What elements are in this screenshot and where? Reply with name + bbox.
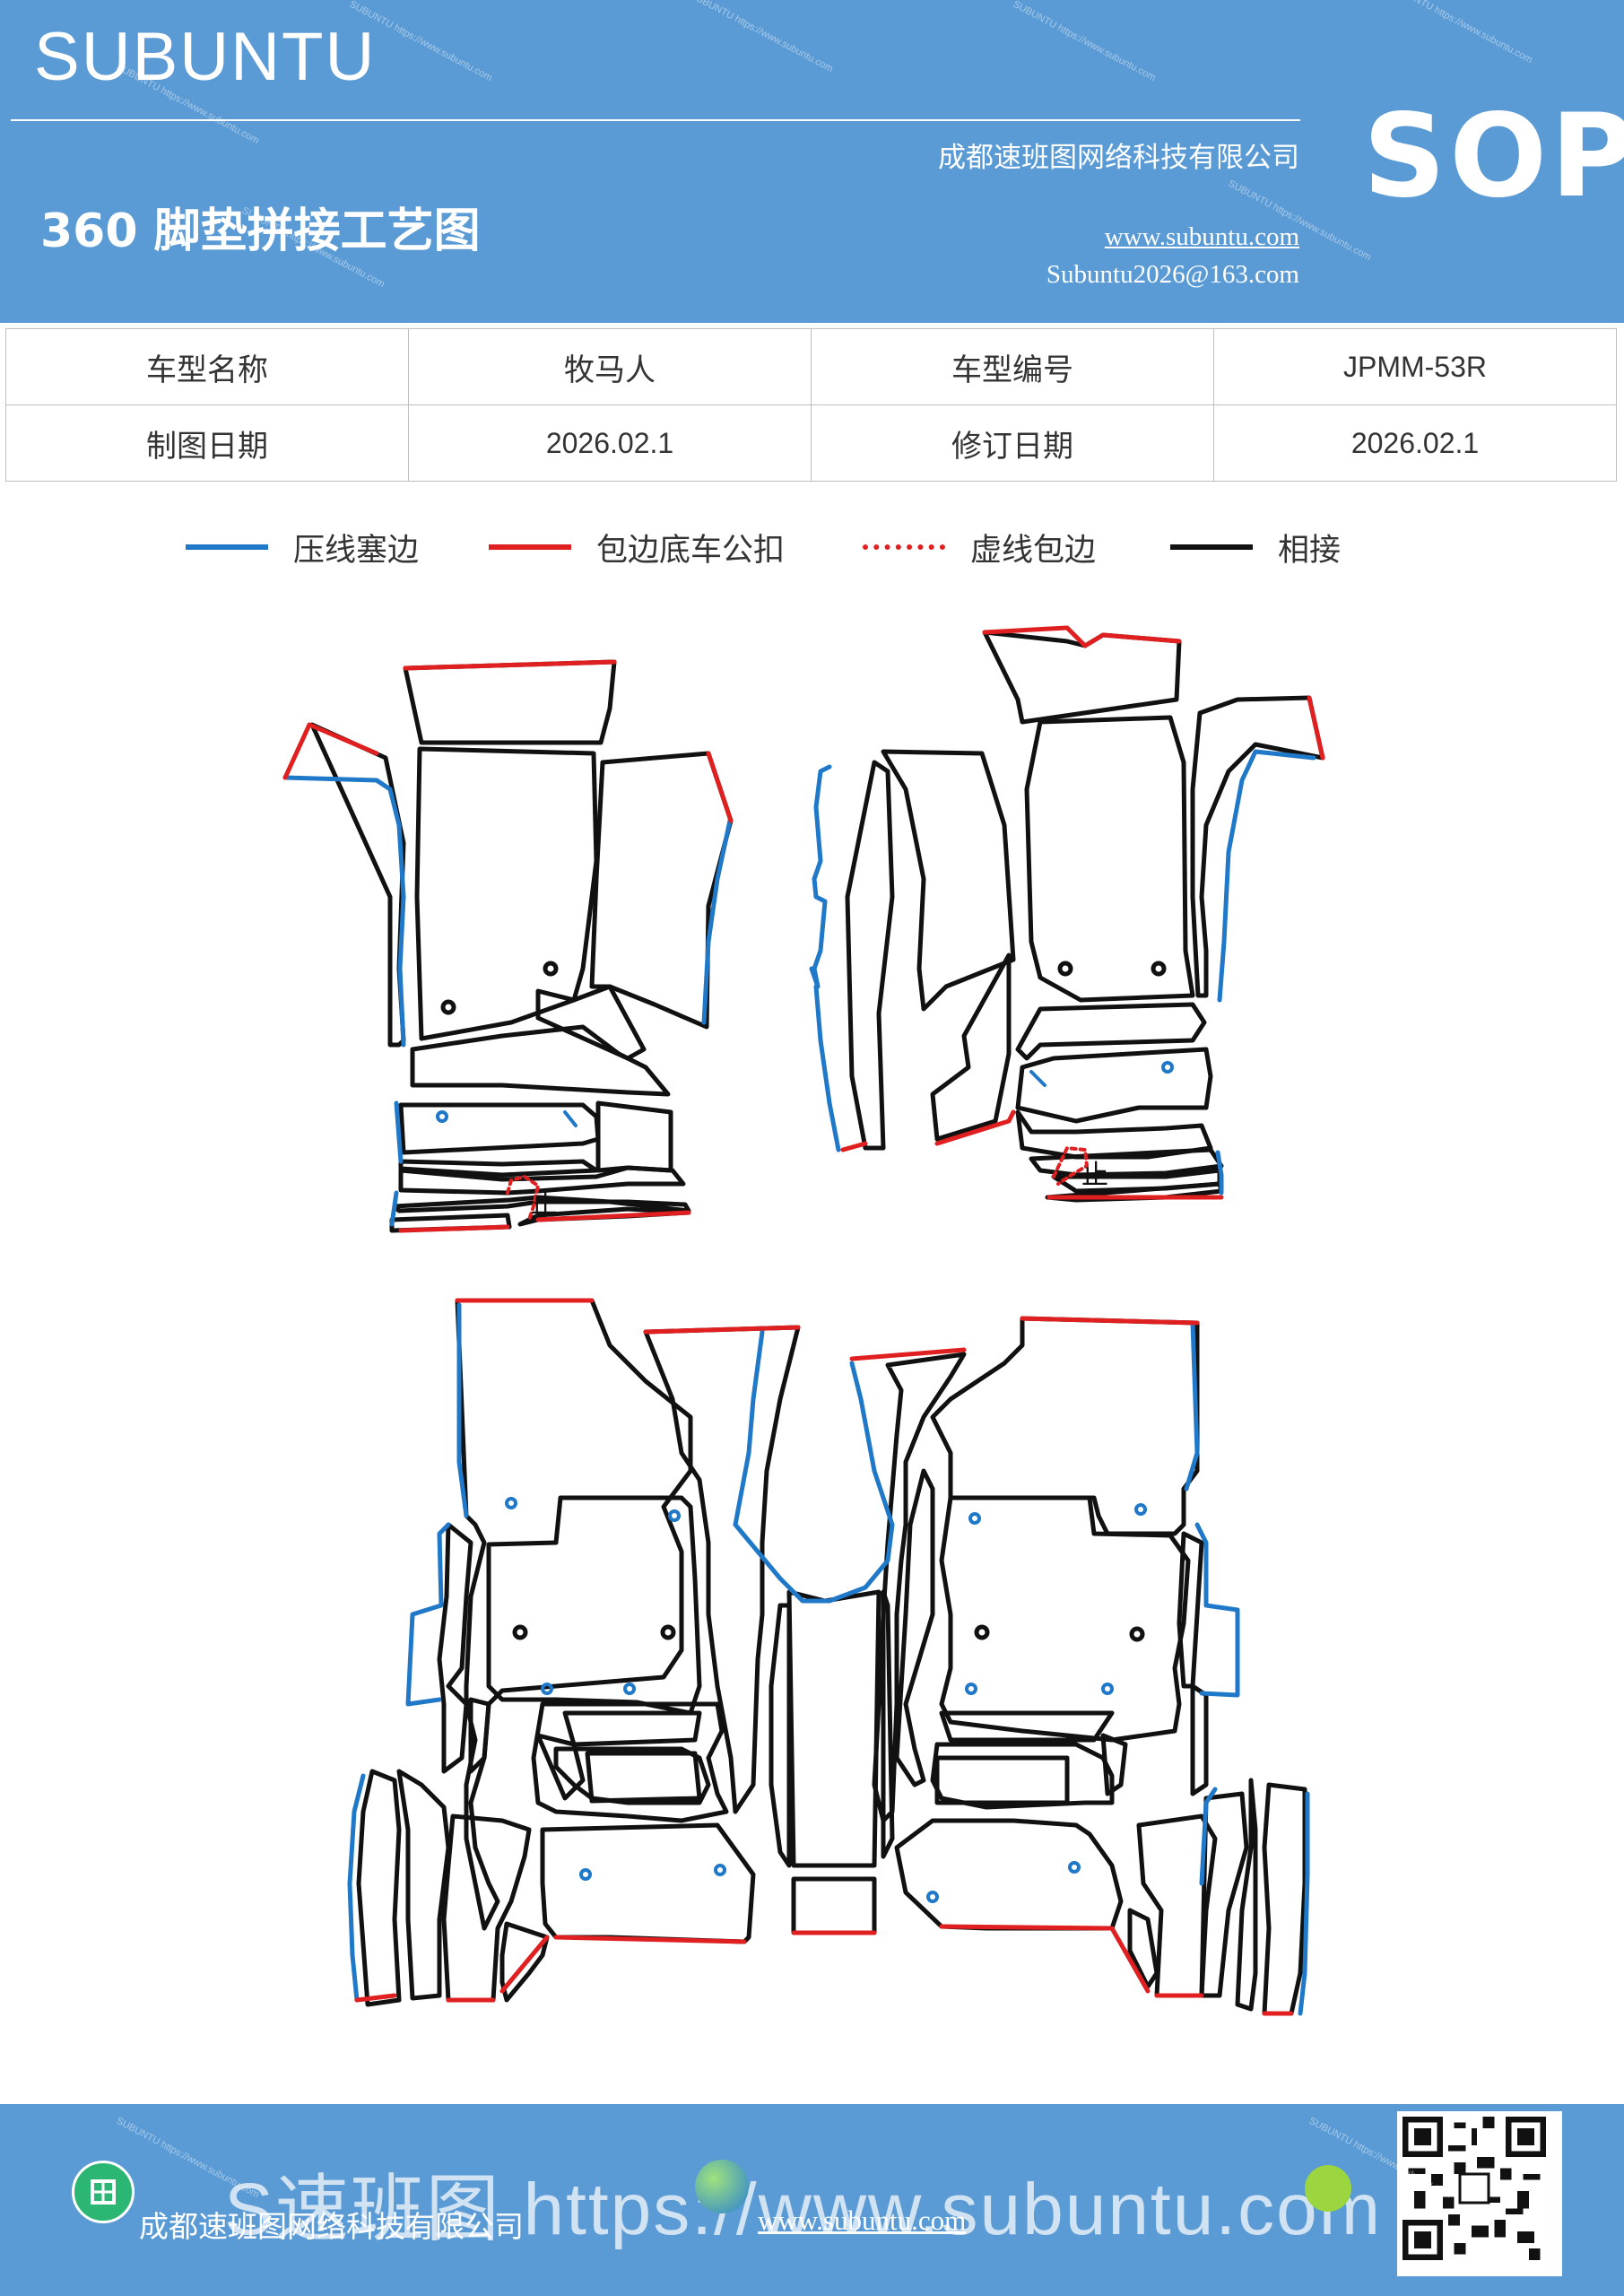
company-name: 成都速班图网络科技有限公司	[938, 142, 1299, 174]
globe-icon	[695, 2160, 749, 2213]
rear-mat-group	[356, 1298, 1307, 2016]
draw-date-label: 制图日期	[5, 404, 409, 482]
legend-item-press: 压线塞边	[186, 525, 419, 570]
website-link[interactable]: www.subuntu.com	[1104, 222, 1299, 251]
legend-swatch-blue	[186, 544, 268, 550]
header-banner: SUBUNTU 成都速班图网络科技有限公司 360 脚垫拼接工艺图 www.su…	[0, 0, 1624, 323]
footer-company-name: 成都速班图网络科技有限公司	[139, 2209, 524, 2244]
stop-marker-left: 止	[531, 1188, 558, 1220]
revision-date-label: 修订日期	[811, 404, 1214, 482]
sop-badge: SOP	[1363, 90, 1624, 223]
legend-label: 虚线包边	[970, 532, 1097, 569]
email-address[interactable]: Subuntu2026@163.com	[1046, 260, 1299, 289]
vehicle-info-table: 车型名称 牧马人 车型编号 JPMM-53R 制图日期 2026.02.1 修订…	[5, 328, 1617, 482]
footer-website-link[interactable]: www.subuntu.com	[758, 2205, 967, 2236]
blue-holes	[436, 1061, 1174, 1903]
wechat-icon	[1305, 2165, 1351, 2212]
press-edge-lines	[282, 749, 1316, 2016]
legend-item-wrap: 包边底车公扣	[489, 525, 785, 570]
header-divider	[11, 119, 1300, 121]
brand-logo-text: SUBUNTU	[34, 19, 377, 95]
model-code-value: JPMM-53R	[1213, 328, 1617, 405]
document-title: 360 脚垫拼接工艺图	[40, 204, 481, 258]
floor-mat-diagram: 止 止	[282, 625, 1325, 2016]
footer-watermark-text: S速班图 https://www.subuntu.com	[224, 2169, 1383, 2250]
model-code-label: 车型编号	[811, 328, 1214, 405]
table-row: 制图日期 2026.02.1 修订日期 2026.02.1	[5, 404, 1617, 482]
legend-label: 包边底车公扣	[596, 532, 786, 569]
stop-marker-right: 止	[1081, 1160, 1108, 1191]
front-right-mat-group	[845, 630, 1325, 1203]
revision-date-value: 2026.02.1	[1213, 404, 1617, 482]
model-name-label: 车型名称	[5, 328, 409, 405]
table-row: 车型名称 牧马人 车型编号 JPMM-53R	[5, 328, 1617, 405]
qr-code	[1397, 2111, 1562, 2276]
legend-label: 相接	[1278, 532, 1342, 569]
legend-item-dotted: 虚线包边	[863, 525, 1096, 570]
front-left-mat-group	[309, 659, 734, 1233]
model-name-value: 牧马人	[408, 328, 812, 405]
legend-swatch-red	[489, 544, 571, 550]
building-icon	[72, 2161, 135, 2223]
legend-swatch-black	[1170, 544, 1253, 550]
footer-banner: S速班图 https://www.subuntu.com 成都速班图网络科技有限…	[0, 2104, 1624, 2296]
legend-item-join: 相接	[1170, 525, 1341, 570]
line-legend: 压线塞边 包边底车公扣 虚线包边 相接	[0, 525, 1624, 570]
legend-swatch-red-dotted	[863, 544, 945, 550]
wrap-edge-lines	[282, 625, 1325, 2016]
dotted-wrap-lines	[506, 1146, 1089, 1222]
legend-label: 压线塞边	[293, 532, 420, 569]
draw-date-value: 2026.02.1	[408, 404, 812, 482]
